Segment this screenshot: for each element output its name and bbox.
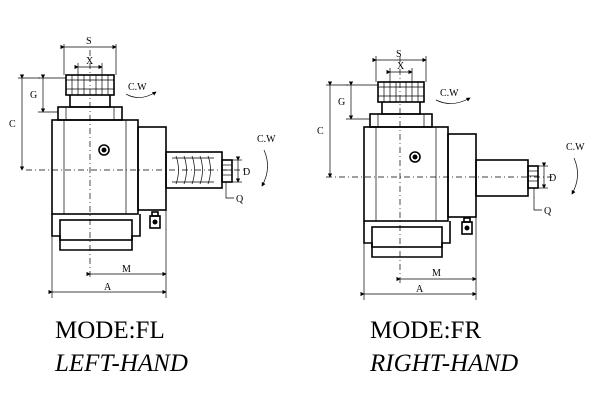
left-dim-d: D <box>243 167 250 178</box>
left-lube-port <box>98 144 110 156</box>
left-dim-x: X <box>86 56 94 67</box>
left-dim-c: C <box>9 119 16 130</box>
right-cw-top-label: C.W <box>440 88 459 99</box>
left-mode-label: MODE:FL <box>55 317 165 344</box>
right-hand-label: RIGHT-HAND <box>369 350 518 377</box>
left-cw-side-label: C.W <box>257 134 276 145</box>
right-dim-m: M <box>432 268 441 279</box>
left-dim-g: G <box>30 90 37 101</box>
right-cw-side-arrow <box>571 157 578 195</box>
left-hand-label: LEFT-HAND <box>54 350 188 377</box>
left-dim-s: S <box>86 36 92 47</box>
right-dim-x: X <box>397 61 405 72</box>
right-dim-s: S <box>396 49 402 60</box>
left-dim-q: Q <box>236 194 244 205</box>
right-collet <box>369 81 433 128</box>
left-side-housing <box>137 126 167 211</box>
right-side-housing <box>447 133 477 218</box>
right-hand-unit: S X G C D Q M A C.W C.W <box>317 49 585 377</box>
left-cw-side-arrow <box>261 149 268 187</box>
right-dim-g: G <box>338 97 345 108</box>
right-dim-c: C <box>317 126 324 137</box>
left-hand-unit: S X G C D Q M A C.W C.W <box>9 36 276 377</box>
left-dim-a: A <box>104 282 112 293</box>
left-cw-top-arrow <box>125 91 157 98</box>
right-spindle <box>475 159 529 197</box>
right-cw-top-arrow <box>435 97 471 104</box>
right-mode-label: MODE:FR <box>370 317 481 344</box>
right-base <box>363 221 451 258</box>
right-dim-d: D <box>549 173 556 184</box>
right-dim-a: A <box>416 284 424 295</box>
left-base <box>51 214 141 251</box>
left-cw-top-label: C.W <box>128 82 147 93</box>
right-main-body <box>363 126 449 222</box>
left-main-body <box>51 119 139 215</box>
right-cw-side-label: C.W <box>566 142 585 153</box>
right-dim-q: Q <box>544 206 552 217</box>
right-lube-port <box>409 151 421 163</box>
left-dim-m: M <box>122 264 131 275</box>
